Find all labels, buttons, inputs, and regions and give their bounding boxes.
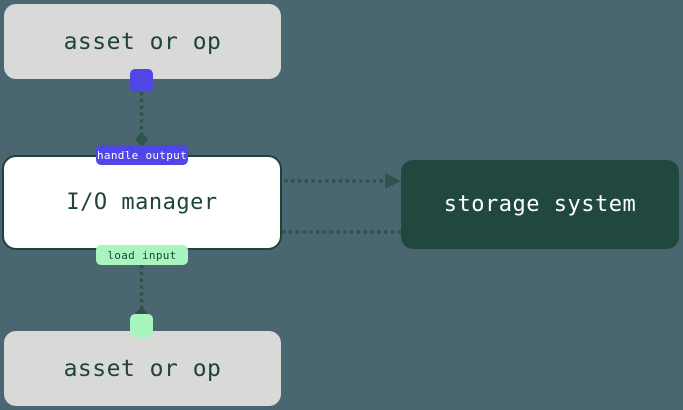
triangle-arrowhead-into-storage [385, 173, 401, 189]
node-asset-or-op-bottom[interactable]: asset or op [4, 331, 281, 406]
node-asset-or-op-top-label: asset or op [63, 28, 222, 55]
edge-label-load-input-text: load input [107, 248, 177, 262]
node-asset-or-op-bottom-label: asset or op [63, 355, 222, 382]
node-asset-or-op-top[interactable]: asset or op [4, 4, 281, 79]
node-io-manager-label: I/O manager [66, 190, 218, 215]
edge-label-load-input[interactable]: load input [96, 245, 188, 265]
handle-output-port-icon [130, 69, 153, 92]
edge-label-handle-output[interactable]: handle output [96, 145, 188, 165]
load-input-port-icon [130, 314, 153, 337]
node-storage-system-label: storage system [443, 192, 637, 217]
edge-label-handle-output-text: handle output [97, 148, 187, 162]
node-io-manager[interactable]: I/O manager [2, 155, 282, 250]
node-storage-system[interactable]: storage system [401, 160, 679, 249]
